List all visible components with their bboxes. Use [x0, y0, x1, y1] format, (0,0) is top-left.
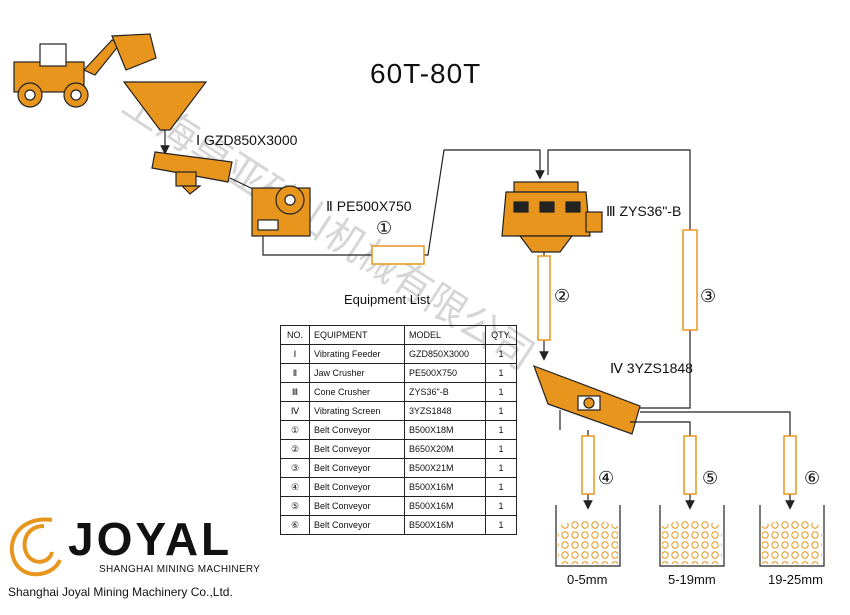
conveyor-1-mark: ①	[376, 218, 393, 238]
conveyor-5-mark: ⑤	[702, 468, 719, 488]
row-no: Ⅲ	[280, 382, 310, 402]
row-no: Ⅳ	[280, 401, 310, 421]
row-model: B500X21M	[404, 458, 486, 478]
header-qty: QTY.	[485, 325, 517, 345]
row-qty: 1	[485, 439, 517, 459]
row-qty: 1	[485, 420, 517, 440]
row-model: B500X16M	[404, 477, 486, 497]
feeder-label: Ⅰ GZD850X3000	[196, 132, 298, 148]
jaw-crusher	[251, 185, 311, 237]
row-qty: 1	[485, 458, 517, 478]
row-model: B500X18M	[404, 420, 486, 440]
product-size-5-19: 5-19mm	[668, 572, 716, 587]
row-no: Ⅱ	[280, 363, 310, 383]
header-model: MODEL	[404, 325, 486, 345]
logo-wordmark: JOYAL	[68, 513, 233, 565]
row-no: ⑤	[280, 496, 310, 516]
row-equipment: Belt Conveyor	[309, 458, 405, 478]
conveyor-2-mark: ②	[554, 286, 571, 306]
vibrating-screen	[532, 364, 641, 435]
row-equipment: Vibrating Feeder	[309, 344, 405, 364]
row-equipment: Vibrating Screen	[309, 401, 405, 421]
row-model: GZD850X3000	[404, 344, 486, 364]
row-no: ②	[280, 439, 310, 459]
row-equipment: Cone Crusher	[309, 382, 405, 402]
loader-truck	[13, 33, 157, 108]
logo-subtitle: SHANGHAI MINING MACHINERY	[99, 564, 261, 575]
row-qty: 1	[485, 401, 517, 421]
row-qty: 1	[485, 344, 517, 364]
conveyor-4-mark: ④	[598, 468, 615, 488]
row-qty: 1	[485, 515, 517, 535]
product-bin-5-19	[659, 505, 725, 567]
product-size-19-25: 19-25mm	[768, 572, 823, 587]
equipment-list-title: Equipment List	[344, 292, 430, 307]
row-equipment: Belt Conveyor	[309, 477, 405, 497]
row-qty: 1	[485, 477, 517, 497]
row-no: ①	[280, 420, 310, 440]
row-qty: 1	[485, 496, 517, 516]
row-model: 3YZS1848	[404, 401, 486, 421]
capacity-title: 60T-80T	[370, 58, 482, 89]
row-model: B500X16M	[404, 515, 486, 535]
conveyor-3-mark: ③	[700, 286, 717, 306]
row-model: B650X20M	[404, 439, 486, 459]
row-no: ⑥	[280, 515, 310, 535]
vibrating-feeder	[151, 151, 233, 195]
product-bin-19-25	[759, 505, 825, 567]
row-equipment: Belt Conveyor	[309, 496, 405, 516]
screen-label: Ⅳ 3YZS1848	[610, 360, 693, 376]
row-equipment: Belt Conveyor	[309, 420, 405, 440]
row-equipment: Jaw Crusher	[309, 363, 405, 383]
row-no: Ⅰ	[280, 344, 310, 364]
company-name: Shanghai Joyal Mining Machinery Co.,Ltd.	[8, 585, 233, 599]
row-qty: 1	[485, 382, 517, 402]
row-no: ④	[280, 477, 310, 497]
jaw-crusher-label: Ⅱ PE500X750	[326, 198, 412, 214]
product-bin-0-5	[555, 505, 621, 567]
row-equipment: Belt Conveyor	[309, 439, 405, 459]
cone-crusher	[501, 181, 603, 253]
conveyor-6-mark: ⑥	[804, 468, 821, 488]
row-equipment: Belt Conveyor	[309, 515, 405, 535]
row-model: ZYS36"-B	[404, 382, 486, 402]
product-size-0-5: 0-5mm	[567, 572, 608, 587]
row-model: B500X16M	[404, 496, 486, 516]
row-qty: 1	[485, 363, 517, 383]
joyal-logo-mark	[9, 517, 62, 577]
table-header-row: NO. EQUIPMENT MODEL QTY.	[280, 325, 517, 345]
header-equipment: EQUIPMENT	[309, 325, 405, 345]
row-model: PE500X750	[404, 363, 486, 383]
cone-crusher-label: Ⅲ ZYS36"-B	[606, 203, 682, 219]
header-no: NO.	[280, 325, 310, 345]
row-no: ③	[280, 458, 310, 478]
hopper	[122, 81, 208, 131]
